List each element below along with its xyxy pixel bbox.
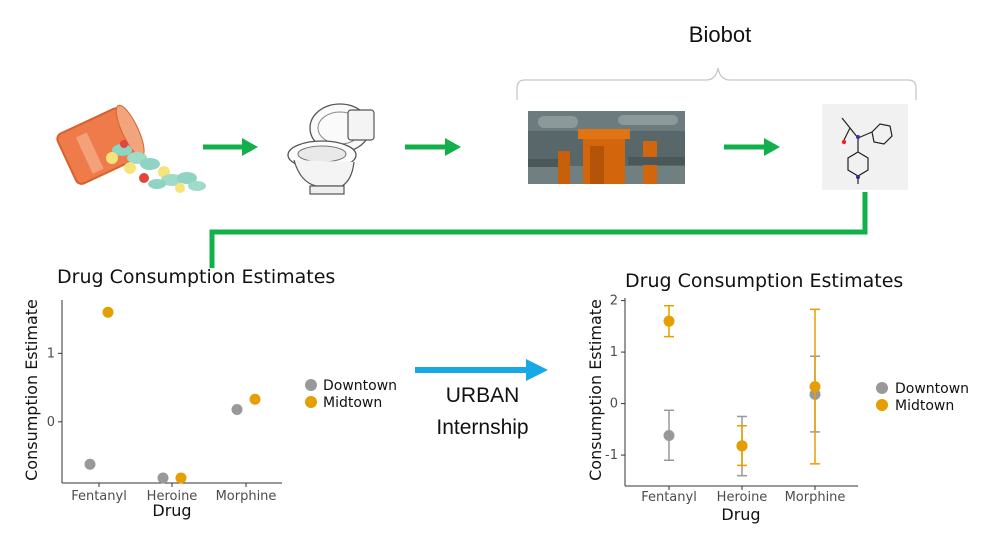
urban-line-1: URBAN [445,384,520,407]
left-chart-point-midtown [175,472,187,484]
right-y-axis-title: Consumption Estimate [586,299,605,481]
left-chart-title: Drug Consumption Estimates [57,266,336,288]
left-chart-point-midtown [249,393,261,405]
right-x-axis-title: Drug [721,505,760,524]
urban-arrow [415,359,548,381]
left-legend-midtown-key [305,396,317,408]
left-legend-midtown-label: Midtown [323,395,382,411]
right-chart-point-downtown [663,430,675,442]
right-chart-ytick-label: 0 [610,397,618,412]
left-x-tick-morphine: Morphine [216,489,277,504]
pipeline-arrow-1 [203,138,258,156]
left-legend: Downtown Midtown [305,378,397,411]
right-x-tick-fentanyl: Fentanyl [641,490,697,505]
biobot-bracket [516,67,917,100]
right-legend-midtown-label: Midtown [895,398,954,414]
right-chart-ytick-label: 2 [610,294,618,309]
right-chart-point-midtown [663,315,675,327]
left-x-axis-title: Drug [152,501,191,520]
left-chart-ytick-label: 1 [47,346,55,361]
right-legend-midtown-key [876,399,888,411]
left-chart-point-downtown [84,458,96,470]
connector-line [209,192,868,268]
left-chart-point-downtown [157,472,169,484]
right-x-tick-morphine: Morphine [785,490,846,505]
right-chart: Consumption Estimate Drug Fentanyl Heroi… [586,294,969,524]
sewer-pipes-icon [528,111,685,184]
left-legend-downtown-label: Downtown [323,378,397,394]
right-legend-downtown-label: Downtown [895,381,969,397]
left-legend-downtown-key [305,379,317,391]
left-chart: Consumption Estimate Drug Fentanyl Heroi… [22,299,397,520]
biobot-label: Biobot [688,22,752,47]
left-chart-ytick-label: 0 [47,415,55,430]
right-chart-title: Drug Consumption Estimates [625,270,904,292]
pipeline-arrow-3 [724,138,780,156]
right-chart-ytick-label: 1 [610,345,618,360]
pill-bottle-icon [56,104,206,193]
right-legend-downtown-key [876,382,888,394]
urban-line-2: Internship [436,416,529,439]
right-chart-point-midtown [809,381,821,393]
right-chart-point-midtown [736,440,748,452]
right-x-tick-heroine: Heroine [717,490,768,505]
left-x-tick-heroine: Heroine [147,489,198,504]
urban-internship-label: URBAN Internship [415,380,550,444]
right-legend: Downtown Midtown [876,381,969,414]
left-chart-point-midtown [102,306,114,318]
right-chart-ytick-label: -1 [605,448,618,463]
left-y-axis-title: Consumption Estimate [22,299,41,481]
left-x-tick-fentanyl: Fentanyl [71,489,127,504]
pipeline-arrow-2 [405,138,461,156]
toilet-icon [287,103,375,195]
molecule-icon [822,104,908,190]
left-chart-point-downtown [231,403,243,415]
